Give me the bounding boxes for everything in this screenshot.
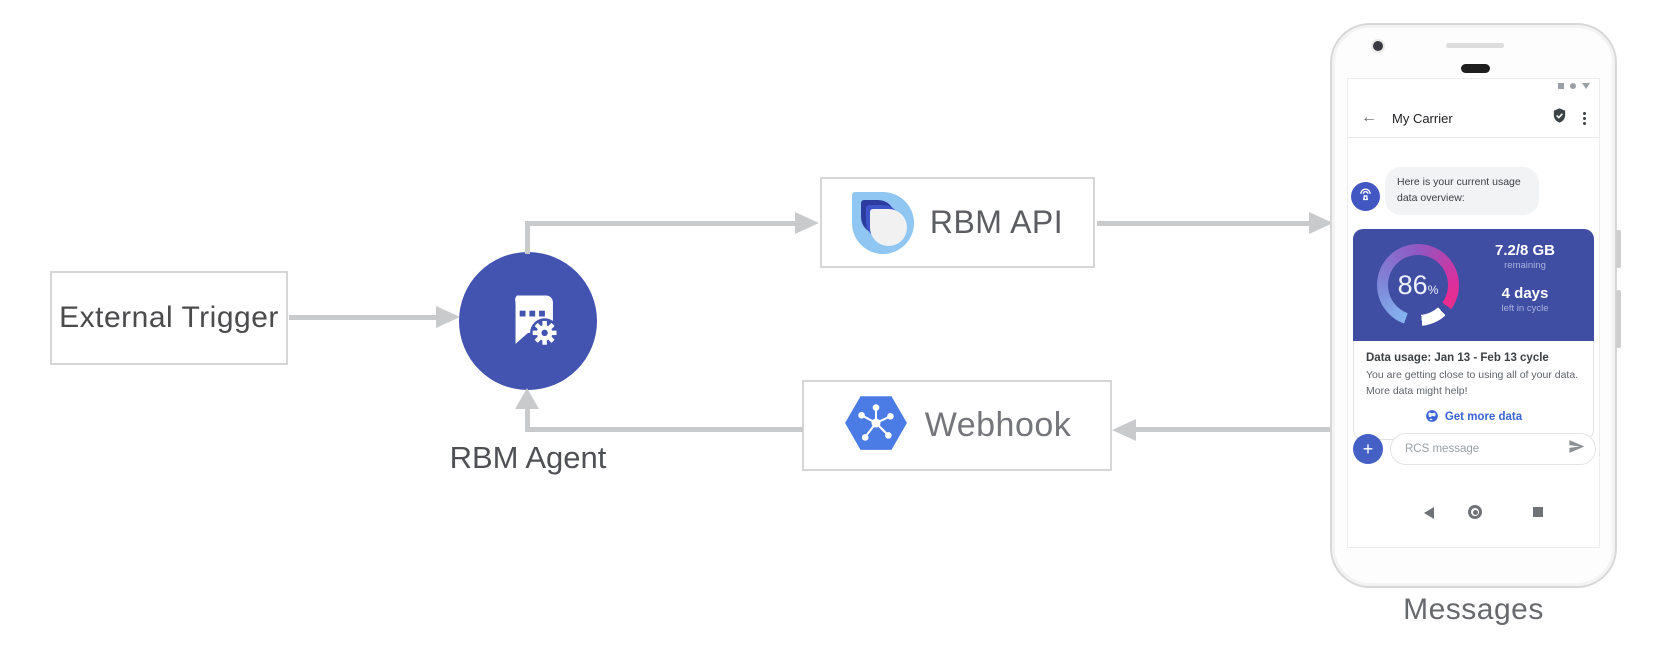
speaker-grille — [1446, 43, 1504, 48]
gauge-percent-sign: % — [1427, 282, 1439, 297]
arrow-webhook-to-agent-head — [515, 388, 539, 409]
rbm-agent-label: RBM Agent — [449, 440, 607, 475]
usage-card: 86 % 7.2/8 GB remaining 4 days left in c… — [1353, 229, 1594, 440]
agent-avatar — [1351, 182, 1380, 211]
gauge-percent: 86 — [1397, 269, 1428, 300]
conversation-title: My Carrier — [1392, 110, 1453, 126]
cycle-label: left in cycle — [1501, 303, 1549, 314]
phone-device: ← My Carrier — [1330, 23, 1621, 588]
cycle-value: 4 days — [1501, 285, 1549, 302]
status-bar — [1558, 83, 1590, 89]
nav-back-icon[interactable] — [1424, 507, 1434, 519]
phone-screen: ← My Carrier — [1347, 78, 1600, 548]
rbm-api-node: RBM API — [820, 177, 1095, 268]
power-button — [1616, 230, 1621, 268]
webhook-label: Webhook — [924, 406, 1072, 444]
globe-icon — [1425, 409, 1439, 426]
send-icon[interactable] — [1568, 438, 1585, 460]
arrow-phone-to-webhook-line — [1134, 427, 1332, 432]
arrow-webhook-to-agent-hline — [527, 427, 803, 432]
arrow-api-to-phone-line — [1097, 221, 1311, 226]
rbm-api-label: RBM API — [929, 204, 1064, 240]
earpiece — [1461, 64, 1490, 73]
circle-icon — [1570, 83, 1576, 89]
triangle-down-icon — [1582, 83, 1590, 89]
external-trigger-node: External Trigger — [50, 271, 288, 365]
chat-bubble-line2: data overview: — [1397, 191, 1465, 204]
get-more-data-label: Get more data — [1444, 411, 1523, 423]
arrow-agent-to-api-hline — [525, 221, 797, 226]
messages-caption: Messages — [1403, 593, 1544, 626]
message-input-pill[interactable] — [1390, 433, 1596, 465]
usage-stats: 7.2/8 GB remaining 4 days left in cycle — [1464, 242, 1586, 314]
arrow-agent-to-api-vline — [525, 226, 530, 254]
rbm-drop-logo-icon — [851, 191, 914, 254]
verified-shield-icon — [1551, 107, 1568, 129]
external-trigger-label: External Trigger — [59, 301, 279, 334]
square-icon — [1558, 83, 1564, 89]
remaining-label: remaining — [1504, 260, 1546, 271]
chat-bubble: Here is your current usage data overview… — [1385, 167, 1539, 215]
rbm-agent-node — [459, 252, 597, 390]
android-nav-bar — [1348, 504, 1599, 526]
usage-card-header: 86 % 7.2/8 GB remaining 4 days left in c… — [1353, 229, 1594, 341]
nav-recent-icon[interactable] — [1533, 507, 1543, 517]
arrow-phone-to-webhook-head — [1112, 419, 1136, 441]
arrow-agent-to-api-head — [795, 212, 819, 234]
usage-gauge: 86 % — [1377, 244, 1459, 326]
usage-card-body: Data usage: Jan 13 - Feb 13 cycle You ar… — [1353, 341, 1594, 440]
front-camera — [1373, 41, 1383, 51]
usage-title: Data usage: Jan 13 - Feb 13 cycle — [1366, 352, 1549, 364]
antenna-icon — [1357, 186, 1374, 208]
plus-icon[interactable]: + — [1353, 434, 1383, 464]
chat-bubble-line1: Here is your current usage — [1397, 176, 1521, 188]
back-arrow-icon[interactable]: ← — [1361, 109, 1377, 126]
usage-body-line1: You are getting close to using all of yo… — [1366, 369, 1579, 381]
arrow-trigger-to-agent-line — [289, 315, 438, 320]
chat-bubble-gear-icon — [492, 283, 564, 360]
rcs-message-input[interactable] — [1405, 443, 1568, 455]
gauge-value: 86 % — [1377, 244, 1459, 326]
app-bar: ← My Carrier — [1348, 101, 1599, 135]
usage-body-line2: More data might help! — [1366, 384, 1468, 397]
arrow-api-to-phone-head — [1309, 212, 1333, 234]
remaining-value: 7.2/8 GB — [1494, 242, 1556, 259]
nav-home-icon[interactable] — [1468, 505, 1482, 519]
arrow-webhook-to-agent-vline — [525, 407, 530, 432]
app-bar-divider — [1348, 137, 1599, 138]
webhook-node: Webhook — [802, 380, 1112, 471]
message-composer: + — [1353, 433, 1596, 465]
arrow-trigger-to-agent-head — [436, 306, 460, 328]
kebab-menu-icon[interactable] — [1583, 111, 1586, 125]
get-more-data-button[interactable]: Get more data — [1366, 409, 1581, 426]
cloud-hexagon-icon — [843, 394, 909, 457]
volume-button — [1616, 290, 1621, 348]
